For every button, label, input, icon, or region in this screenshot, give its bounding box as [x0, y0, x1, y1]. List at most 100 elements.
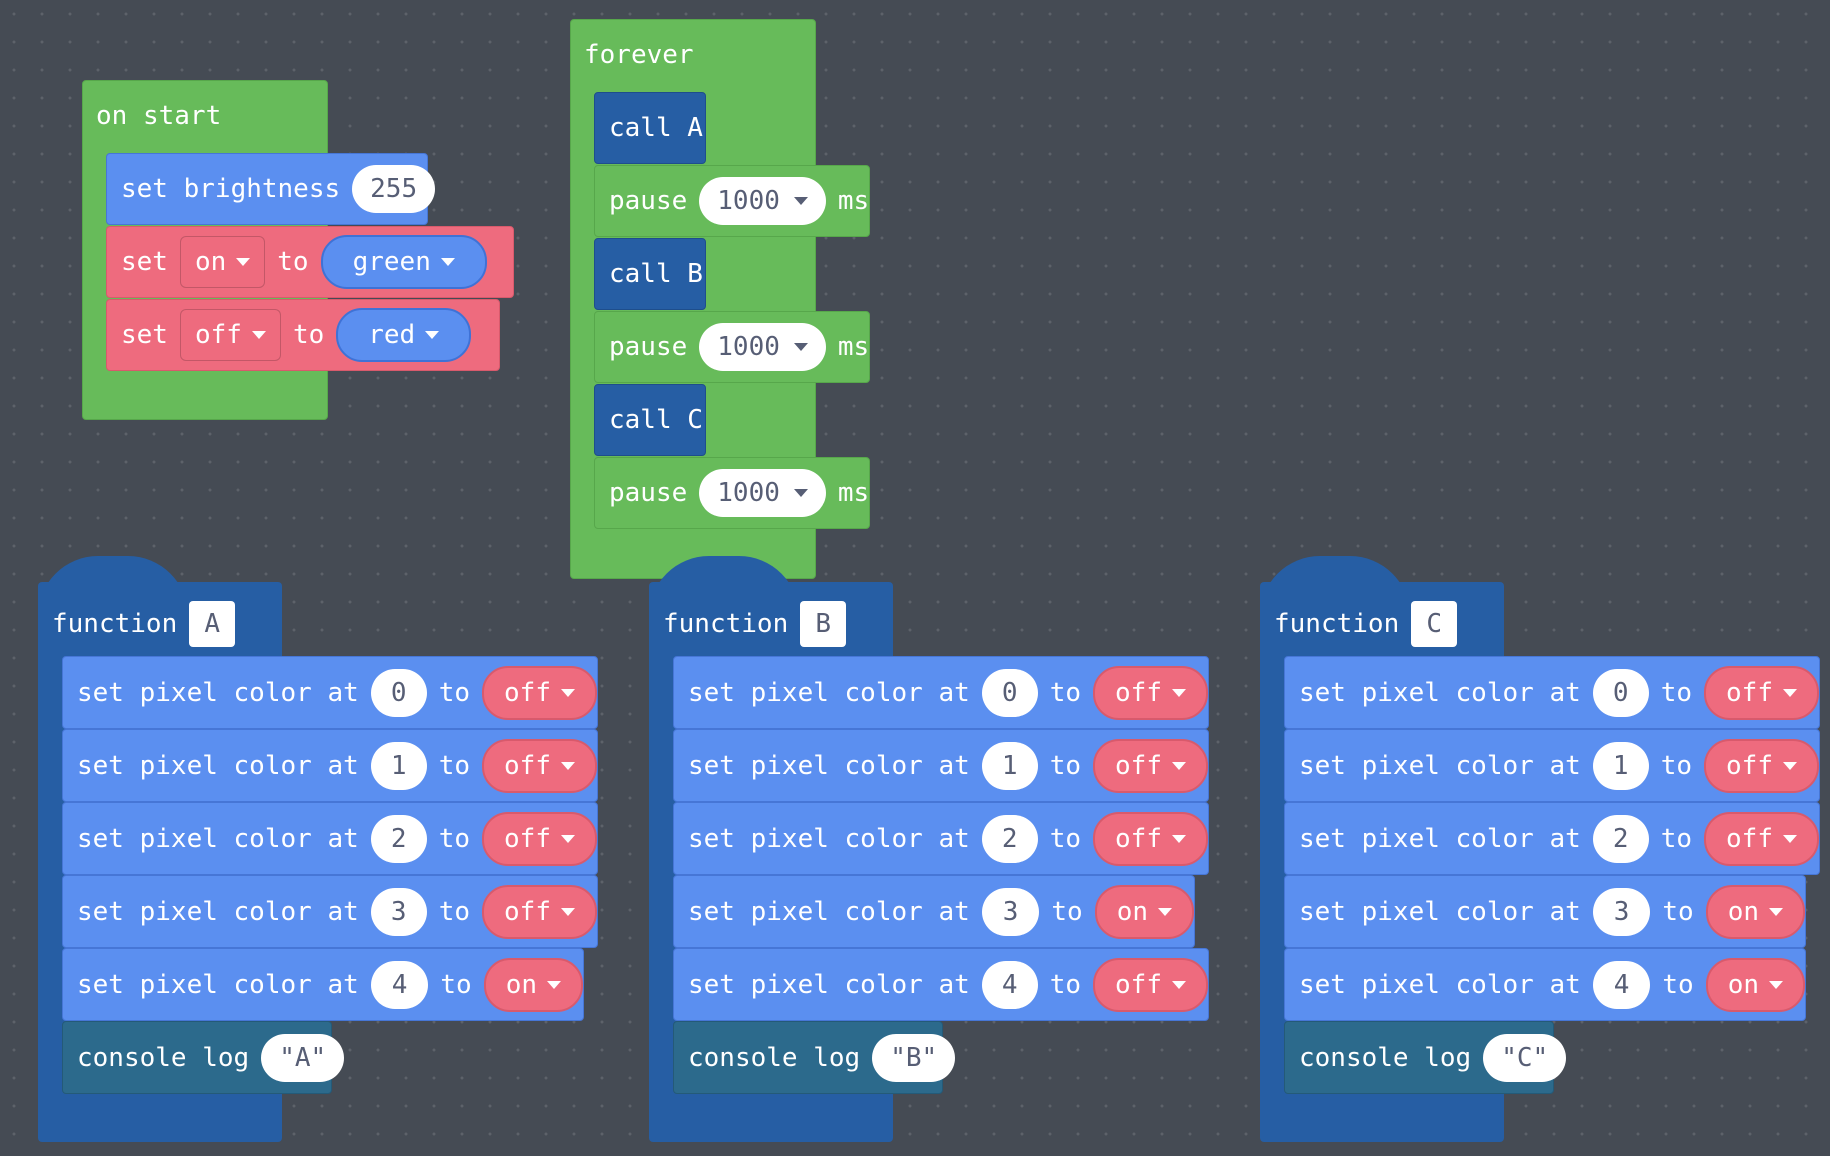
set-brightness-block[interactable]: set brightness 255	[106, 153, 436, 225]
function-name-input[interactable]: B	[800, 601, 847, 647]
pause-duration-dropdown[interactable]: 1000	[699, 469, 826, 517]
set-pixel-color-label: set pixel color at	[688, 823, 970, 854]
set-pixel-color-label: set pixel color at	[77, 750, 359, 781]
pixel-index-input[interactable]: 1	[1592, 741, 1649, 790]
pause-duration-dropdown[interactable]: 1000	[699, 177, 826, 225]
chevron-down-icon	[547, 980, 561, 989]
pixel-index-input[interactable]: 4	[1592, 960, 1651, 1009]
console-log-block[interactable]: console log "B"	[673, 1021, 956, 1094]
chevron-down-icon	[793, 489, 808, 497]
pixel-index-input[interactable]: 1	[981, 741, 1038, 790]
console-log-label: console log	[77, 1042, 250, 1073]
pixel-index-input[interactable]: 0	[1592, 668, 1649, 717]
color-value-dropdown[interactable]: off	[1093, 738, 1208, 793]
brightness-value-input[interactable]: 255	[352, 165, 436, 213]
forever-label: forever	[584, 40, 694, 70]
set-pixel-color-block[interactable]: set pixel color at 1 to off	[673, 729, 1209, 802]
function-name-input[interactable]: A	[189, 601, 236, 647]
pause-duration-dropdown[interactable]: 1000	[699, 323, 826, 371]
call-a-block[interactable]: call A	[594, 92, 706, 164]
set-pixel-color-block[interactable]: set pixel color at 3 to on	[673, 875, 1195, 948]
pixel-index-input[interactable]: 2	[981, 814, 1038, 863]
set-pixel-color-block[interactable]: set pixel color at 2 to off	[1284, 802, 1820, 875]
color-value-dropdown[interactable]: off	[482, 884, 597, 939]
set-pixel-color-block[interactable]: set pixel color at 4 to on	[1284, 948, 1806, 1021]
color-value-dropdown[interactable]: on	[1094, 884, 1194, 939]
to-label: to	[1662, 969, 1694, 1000]
console-log-block[interactable]: console log "C"	[1284, 1021, 1567, 1094]
color-value-dropdown[interactable]: off	[1093, 957, 1208, 1012]
set-pixel-color-label: set pixel color at	[688, 750, 970, 781]
set-pixel-color-block[interactable]: set pixel color at 3 to on	[1284, 875, 1806, 948]
set-pixel-color-block[interactable]: set pixel color at 1 to off	[62, 729, 598, 802]
color-value-dropdown[interactable]: off	[482, 665, 597, 720]
console-log-string-input[interactable]: "C"	[1483, 1033, 1567, 1082]
pixel-index-input[interactable]: 3	[1592, 887, 1651, 936]
set-pixel-color-block[interactable]: set pixel color at 2 to off	[62, 802, 598, 875]
color-value-dropdown[interactable]: off	[1704, 738, 1819, 793]
set-label: set	[121, 320, 168, 350]
set-pixel-color-label: set pixel color at	[1299, 896, 1581, 927]
chevron-down-icon	[1769, 980, 1783, 989]
pixel-index-input[interactable]: 0	[370, 668, 427, 717]
to-label: to	[1660, 823, 1693, 854]
call-c-block[interactable]: call C	[594, 384, 706, 456]
set-pixel-color-block[interactable]: set pixel color at 3 to off	[62, 875, 598, 948]
console-log-string-input[interactable]: "A"	[261, 1033, 345, 1082]
color-value-dropdown[interactable]: off	[1704, 665, 1819, 720]
color-value-dropdown[interactable]: off	[1093, 665, 1208, 720]
color-value-dropdown[interactable]: on	[1705, 884, 1805, 939]
pixel-index-input[interactable]: 2	[1592, 814, 1649, 863]
set-pixel-color-block[interactable]: set pixel color at 0 to off	[673, 656, 1209, 729]
chevron-down-icon	[1158, 907, 1172, 916]
chevron-down-icon	[1783, 761, 1797, 770]
set-pixel-color-block[interactable]: set pixel color at 2 to off	[673, 802, 1209, 875]
color-value-dropdown[interactable]: off	[1704, 811, 1819, 866]
to-label: to	[292, 320, 325, 350]
call-b-block[interactable]: call B	[594, 238, 706, 310]
chevron-down-icon	[1769, 907, 1783, 916]
color-value-dropdown[interactable]: on	[1705, 957, 1805, 1012]
set-pixel-color-block[interactable]: set pixel color at 1 to off	[1284, 729, 1820, 802]
color-value-dropdown[interactable]: on	[483, 957, 583, 1012]
color-dropdown-red[interactable]: red	[336, 308, 472, 362]
set-pixel-color-block[interactable]: set pixel color at 4 to off	[673, 948, 1209, 1021]
variable-dropdown-on[interactable]: on	[179, 236, 266, 288]
chevron-down-icon	[561, 688, 575, 697]
pixel-index-input[interactable]: 3	[370, 887, 427, 936]
console-log-block[interactable]: console log "A"	[62, 1021, 345, 1094]
set-pixel-color-block[interactable]: set pixel color at 0 to off	[62, 656, 598, 729]
to-label: to	[1049, 823, 1082, 854]
pixel-index-input[interactable]: 4	[981, 960, 1038, 1009]
call-c-label: call C	[609, 405, 703, 435]
set-pixel-color-label: set pixel color at	[688, 969, 970, 1000]
pixel-index-input[interactable]: 4	[370, 960, 429, 1009]
console-log-string-input[interactable]: "B"	[872, 1033, 956, 1082]
function-keyword: function	[663, 609, 789, 639]
set-on-variable-block[interactable]: set on to green	[106, 226, 514, 298]
console-log-label: console log	[1299, 1042, 1472, 1073]
chevron-down-icon	[236, 258, 251, 266]
pause-block-1[interactable]: pause 1000 ms	[594, 165, 870, 237]
pixel-index-input[interactable]: 0	[981, 668, 1038, 717]
pause-block-2[interactable]: pause 1000 ms	[594, 311, 870, 383]
chevron-down-icon	[793, 197, 808, 205]
color-value-dropdown[interactable]: off	[482, 738, 597, 793]
pixel-index-input[interactable]: 2	[370, 814, 427, 863]
pause-block-3[interactable]: pause 1000 ms	[594, 457, 870, 529]
color-value-dropdown[interactable]: off	[1093, 811, 1208, 866]
variable-dropdown-off[interactable]: off	[179, 309, 281, 361]
to-label: to	[1051, 896, 1083, 927]
function-keyword: function	[52, 609, 178, 639]
pixel-index-input[interactable]: 3	[981, 887, 1040, 936]
set-off-variable-block[interactable]: set off to red	[106, 299, 500, 371]
pixel-index-input[interactable]: 1	[370, 741, 427, 790]
chevron-down-icon	[1172, 761, 1186, 770]
set-pixel-color-block[interactable]: set pixel color at 0 to off	[1284, 656, 1820, 729]
color-value-dropdown[interactable]: off	[482, 811, 597, 866]
ms-label: ms	[837, 186, 870, 216]
set-pixel-color-label: set pixel color at	[1299, 677, 1581, 708]
function-name-input[interactable]: C	[1411, 601, 1458, 647]
color-dropdown-green[interactable]: green	[320, 235, 487, 289]
set-pixel-color-block[interactable]: set pixel color at 4 to on	[62, 948, 584, 1021]
